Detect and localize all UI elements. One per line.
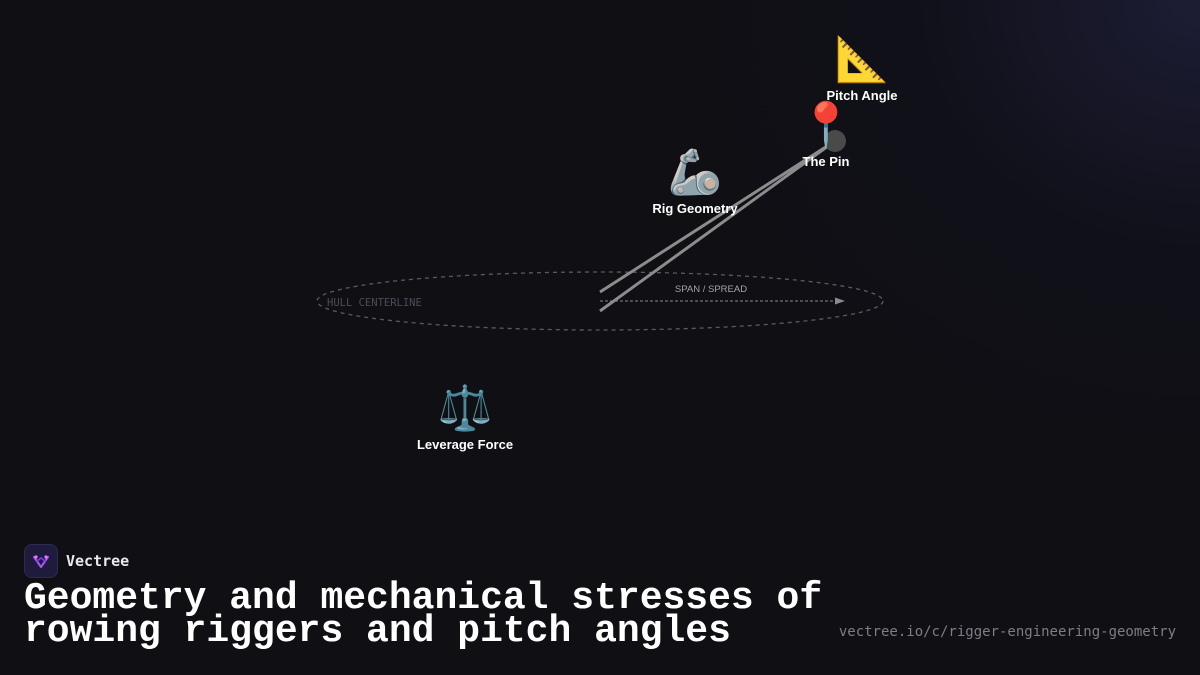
brand: Vectree: [24, 544, 129, 578]
node-label: Rig Geometry: [652, 201, 738, 216]
node-rig-geometry[interactable]: 🦾 Rig Geometry: [652, 147, 737, 216]
triangular-ruler-icon: 📐: [834, 34, 890, 85]
rigger-arm-upper: [599, 139, 836, 294]
node-label: Pitch Angle: [826, 88, 898, 103]
node-the-pin[interactable]: 📍 The Pin: [799, 100, 854, 169]
hull-outline: [316, 271, 884, 331]
node-pitch-angle[interactable]: 📐 Pitch Angle: [826, 34, 897, 103]
node-label: Leverage Force: [416, 437, 514, 452]
brand-name: Vectree: [66, 552, 130, 570]
node-label: The Pin: [802, 154, 850, 169]
vectree-logo-icon[interactable]: [24, 544, 58, 578]
rigger-arm-lower: [599, 139, 836, 313]
balance-scale-icon: ⚖️: [437, 383, 493, 434]
mechanical-arm-icon: 🦾: [667, 147, 723, 198]
node-leverage-force[interactable]: ⚖️ Leverage Force: [417, 383, 513, 452]
hull-centerline-label: HULL CENTERLINE: [327, 297, 422, 309]
span-spread-label: SPAN / SPREAD: [675, 284, 747, 295]
page-url[interactable]: vectree.io/c/rigger-engineering-geometry: [838, 624, 1176, 640]
span-arrow-head: [835, 297, 845, 305]
pin-joint: [824, 130, 846, 152]
round-pushpin-icon: 📍: [798, 100, 854, 151]
page-title: Geometry and mechanical stresses of rowi…: [24, 577, 823, 653]
